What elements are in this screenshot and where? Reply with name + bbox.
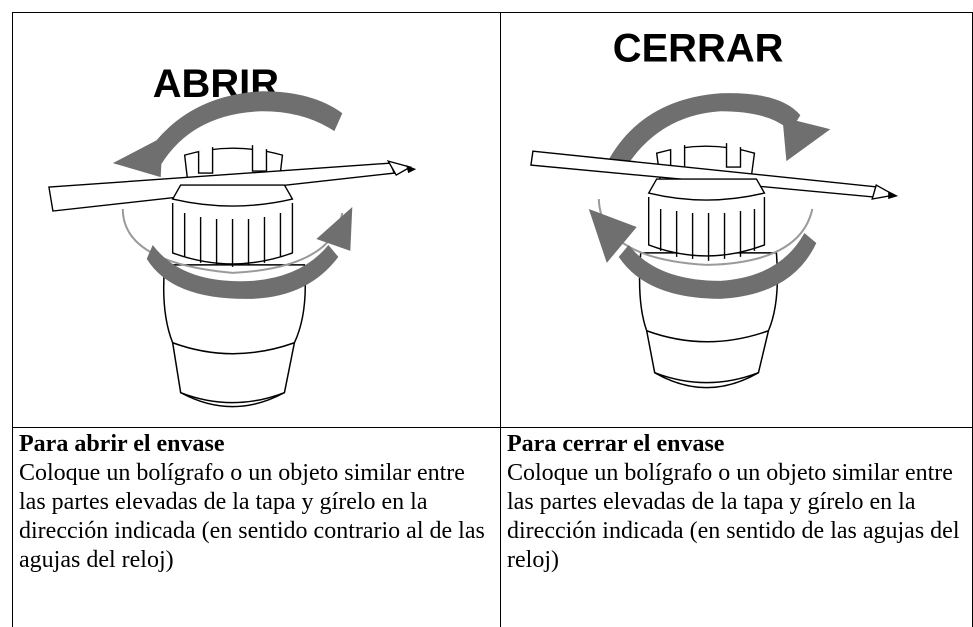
close-label: CERRAR [613,26,784,70]
container-body-icon [162,264,307,408]
open-body: Coloque un bolígrafo o un objeto similar… [19,460,485,573]
close-instructions: Para cerrar el envase Coloque un bolígra… [500,427,973,627]
ribbed-cap-icon [647,178,766,261]
close-heading: Para cerrar el envase [507,431,725,457]
open-illustration: ABRIR [48,62,417,408]
close-body: Coloque un bolígrafo o un objeto similar… [507,460,960,573]
open-illustration-cell: ABRIR [12,12,501,428]
pen-icon [530,150,899,200]
counterclockwise-arrow-top-icon [112,91,343,178]
counterclockwise-arrow-bottom-icon [146,207,353,299]
close-illustration-cell: CERRAR [500,12,973,428]
open-heading: Para abrir el envase [19,431,225,457]
clockwise-arrow-top-icon [606,93,831,170]
open-instructions: Para abrir el envase Coloque un bolígraf… [12,427,501,627]
close-illustration: CERRAR [530,26,899,389]
ribbed-cap-icon [171,184,294,267]
instruction-table: ABRIR [12,12,973,627]
